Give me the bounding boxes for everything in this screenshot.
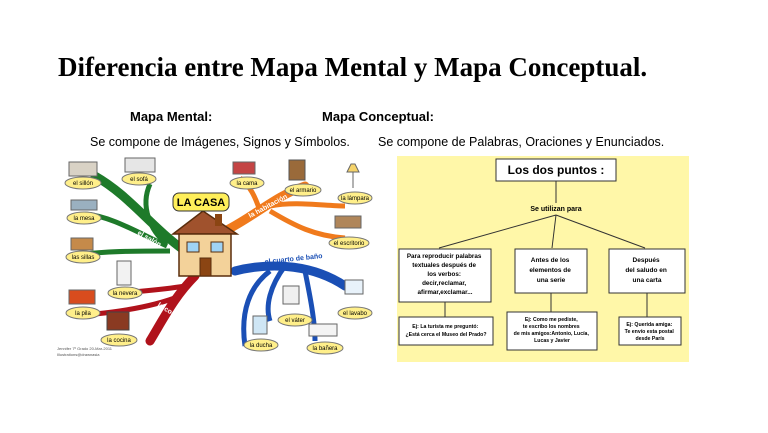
branch-ducha [241,269,272,347]
branch-lampara [269,201,346,209]
house-icon [170,210,240,277]
root-label: Los dos puntos : [508,163,605,177]
example-box-3 [618,316,682,346]
branch-escritorio [268,208,346,241]
svg-text:la mesa: la mesa [73,216,95,222]
svg-text:la cama: la cama [236,181,258,187]
example-box-1 [398,316,494,346]
conceptual-description: Se compone de Palabras, Oraciones y Enun… [378,135,665,149]
svg-text:el sofá: el sofá [130,177,148,183]
svg-text:el lavabo: el lavabo [343,311,368,317]
concept-box-2-text: Antes de los elementos de una serie [529,257,572,284]
svg-text:la cocina: la cocina [107,338,131,344]
concept-box-1 [398,248,492,303]
conceptual-heading: Mapa Conceptual: [322,109,434,124]
svg-text:el váter: el váter [285,318,305,324]
item-ducha: la ducha [243,315,279,352]
center-node [172,192,230,212]
svg-text:el armario: el armario [290,188,317,194]
item-vater: el váter [277,285,313,327]
branch-pila [94,293,181,317]
example-box-3-text: Ej: Querida amiga: Te envío esta postal … [625,322,676,342]
svg-text:la nevera: la nevera [113,291,138,297]
example-box-1-text: Ej: La turista me preguntó: ¿Está cerca … [405,324,486,338]
svg-text:las sillas: las sillas [72,255,95,261]
mental-description: Se compone de Imágenes, Signos y Símbolo… [90,135,350,149]
concept-box-2 [514,248,588,294]
concept-box-3-text: Después del saludo en una carta [625,257,668,284]
branch-salon-sofa [143,182,169,246]
svg-text:la lámpara: la lámpara [341,196,370,202]
mind-map: LA CASA el salón la habitación el cuarto… [55,156,385,362]
credit-line-1: Jennifer 7º Grado 20-Mar-2011 [57,346,113,351]
connector-3 [555,214,646,249]
item-sofa: el sofá [121,157,157,186]
concept-map: Los dos puntos : Se utilizan para Para r… [397,156,689,362]
branch-cocina [145,271,200,346]
concept-box-3 [608,248,686,294]
mental-heading: Mapa Mental: [130,109,213,124]
item-cama: la cama [229,161,265,190]
branch-bano [230,261,350,291]
item-sillas: las sillas [65,237,101,264]
branch-salon [90,171,190,256]
svg-text:la pila: la pila [75,311,91,317]
concept-box-1-text: Para reproducir palabras textuales despu… [407,253,483,296]
item-nevera: la nevera [107,260,143,300]
connector-1 [438,214,557,249]
svg-text:la ducha: la ducha [250,343,273,349]
credit-line-2: Illustrations@drawnasia [57,352,100,357]
item-lavabo: el lavabo [337,279,373,320]
svg-text:la bañera: la bañera [312,346,338,352]
item-mesa: la mesa [66,199,102,225]
item-pila: la pila [65,289,101,320]
item-lampara: la lámpara [337,163,373,205]
item-cocina: la cocina [100,311,138,347]
svg-text:el sillón: el sillón [73,181,93,187]
page-title: Diferencia entre Mapa Mental y Mapa Conc… [58,52,648,82]
branch-vater [265,264,288,322]
svg-text:el escritorio: el escritorio [334,241,365,247]
example-box-2 [506,311,598,351]
example-box-2-text: Ej: Como me pediste, te escribo los nomb… [514,317,591,344]
center-label: LA CASA [177,197,226,209]
item-armario: el armario [284,159,322,197]
link-label: Se utilizan para [530,206,581,213]
connector-2 [551,214,557,249]
item-sillon: el sillón [64,161,102,190]
item-escritorio: el escritorio [328,215,370,250]
item-banera: la bañera [306,323,344,355]
